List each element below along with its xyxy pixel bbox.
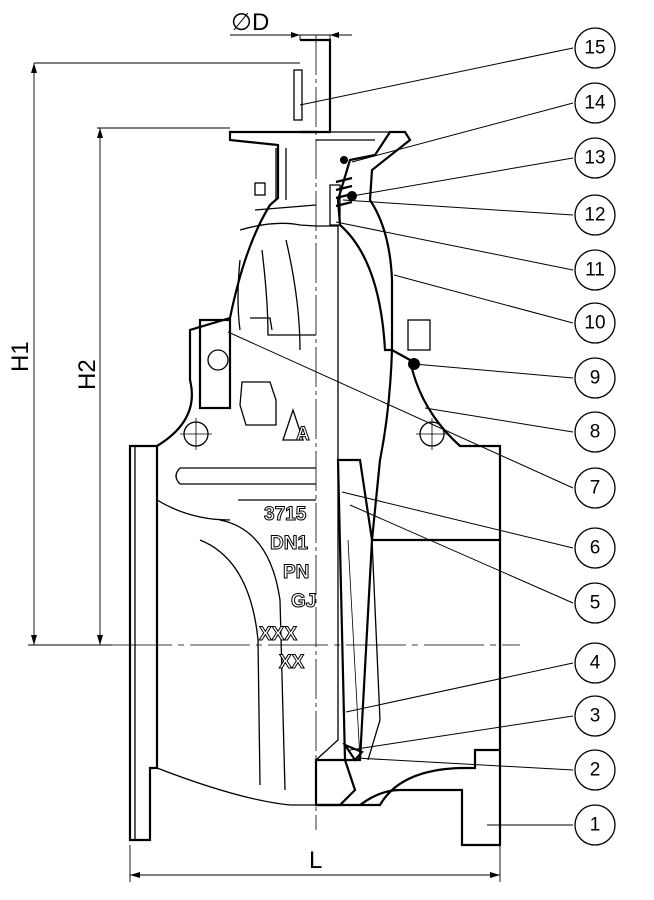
body-mark-3: PN — [283, 562, 309, 583]
body-mark-1: 3715 — [264, 504, 307, 525]
callout-4: 4 — [590, 653, 601, 674]
callout-8: 8 — [590, 422, 601, 443]
diameter-label: D — [252, 9, 269, 36]
callout-10: 10 — [584, 313, 605, 334]
logo-text: A — [296, 424, 310, 445]
body-mark-6: XX — [279, 652, 305, 673]
callout-11: 11 — [585, 260, 605, 281]
body-mark-4: GJ — [291, 591, 316, 612]
l-label: L — [309, 847, 322, 874]
callout-7: 7 — [590, 478, 601, 499]
h2-label: H2 — [74, 359, 101, 390]
callout-1: 1 — [590, 815, 601, 836]
callout-5: 5 — [590, 593, 601, 614]
callout-6: 6 — [590, 538, 601, 559]
callout-2: 2 — [590, 760, 601, 781]
diameter-symbol: ∅ — [231, 9, 252, 36]
callout-14: 14 — [584, 93, 606, 114]
valve-section-view — [293, 38, 502, 847]
dimension-lines — [28, 32, 501, 882]
h1-label: H1 — [7, 341, 34, 372]
body-mark-5: XXX — [259, 624, 297, 645]
callout-leaders — [227, 47, 574, 826]
callout-12: 12 — [584, 205, 605, 226]
body-mark-2: DN1 — [270, 533, 308, 554]
callout-bubbles: 15 14 13 12 11 10 9 8 7 6 5 4 3 2 1 — [574, 27, 616, 846]
callout-15: 15 — [584, 38, 605, 59]
callout-3: 3 — [590, 706, 601, 727]
valve-exterior-view: A — [128, 130, 317, 842]
body-casting-marks: 3715 DN1 PN GJ XXX XX — [259, 504, 317, 674]
callout-9: 9 — [590, 368, 601, 389]
dimension-labels: ∅ D H1 H2 L — [7, 9, 322, 874]
callout-13: 13 — [584, 148, 605, 169]
